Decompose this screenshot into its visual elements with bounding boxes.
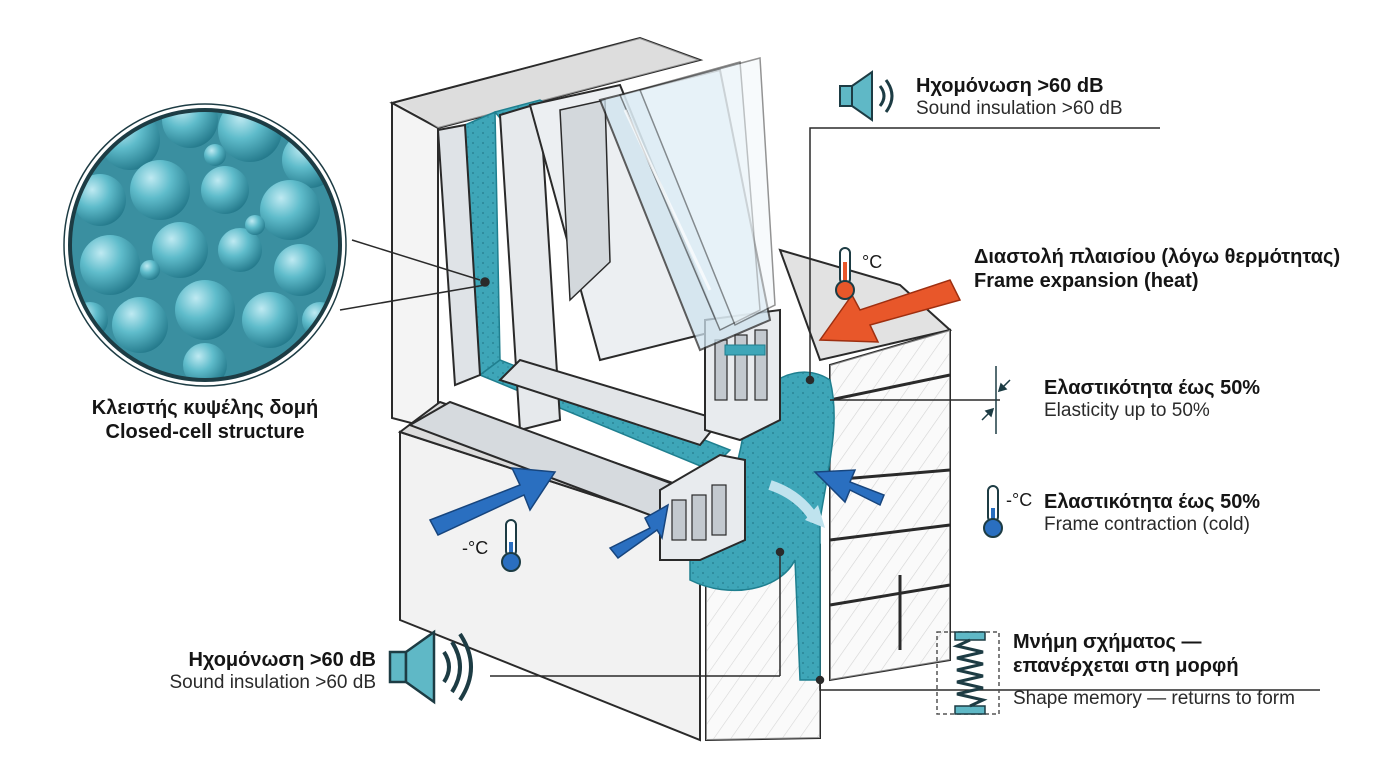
closed-cell-greek: Κλειστής κυψέλης δομή [91, 397, 319, 419]
callout-lines [339, 127, 1320, 691]
closed-cell-magnifier [63, 103, 347, 387]
hot-temp-label: °C [862, 252, 883, 272]
frame-expansion-label: Διαστολή πλαισίου (λόγω θερμότητας) Fram… [974, 245, 1340, 293]
elasticity-english: Elasticity up to 50% [1044, 400, 1210, 421]
elasticity-arrows-icon [981, 366, 1011, 434]
closed-cell-english: Closed-cell structure [105, 421, 305, 443]
sound-top-greek: Ηχομόνωση >60 dB [916, 75, 1104, 97]
contraction-greek: Ελαστικότητα έως 50% [1044, 491, 1261, 513]
elasticity-label: Ελαστικότητα έως 50% Elasticity up to 50… [1044, 376, 1260, 423]
contraction-english: Frame contraction (cold) [1044, 514, 1250, 535]
sound-top-label: Ηχομόνωση >60 dB Sound insulation >60 dB [916, 74, 1123, 121]
frame-expansion-english: Frame expansion (heat) [974, 270, 1199, 292]
speaker-icon [388, 629, 473, 705]
frame-expansion-greek: Διαστολή πλαισίου (λόγω θερμότητας) [974, 246, 1341, 268]
thermometer-hot-icon [835, 247, 855, 300]
shape-memory-greek-1: Μνήμη σχήματος — [1013, 631, 1202, 653]
cold-arrow-mid [608, 503, 670, 560]
cold-temp-right-label: -°C [1006, 490, 1033, 510]
thermometer-cold-icon [501, 519, 521, 572]
foam-flow-arrow [768, 480, 825, 528]
shape-memory-label: Μνήμη σχήματος — επανέρχεται στη μορφή S… [1013, 630, 1295, 711]
cold-temp-left-label: -°C [462, 538, 489, 558]
heat-arrow [818, 279, 962, 343]
sound-bottom-greek: Ηχομόνωση >60 dB [188, 649, 376, 671]
shape-memory-greek-2: επανέρχεται στη μορφή [1013, 655, 1239, 677]
contraction-label: Ελαστικότητα έως 50% Frame contraction (… [1044, 490, 1260, 537]
cold-arrow-left [428, 467, 557, 536]
glass-panes [598, 57, 776, 352]
spring-icon [936, 631, 1000, 715]
sound-bottom-label: Ηχομόνωση >60 dB Sound insulation >60 dB [146, 648, 376, 695]
elasticity-greek: Ελαστικότητα έως 50% [1044, 377, 1261, 399]
speaker-icon [839, 70, 894, 122]
sound-bottom-english: Sound insulation >60 dB [169, 672, 376, 693]
shape-memory-english: Shape memory — returns to form [1013, 688, 1295, 709]
cold-arrow-right [813, 469, 885, 507]
thermometer-cold-icon [983, 485, 1003, 538]
window-frame [407, 83, 781, 561]
closed-cell-label: Κλειστής κυψέλης δομή Closed-cell struct… [70, 396, 340, 444]
sound-top-english: Sound insulation >60 dB [916, 98, 1123, 119]
